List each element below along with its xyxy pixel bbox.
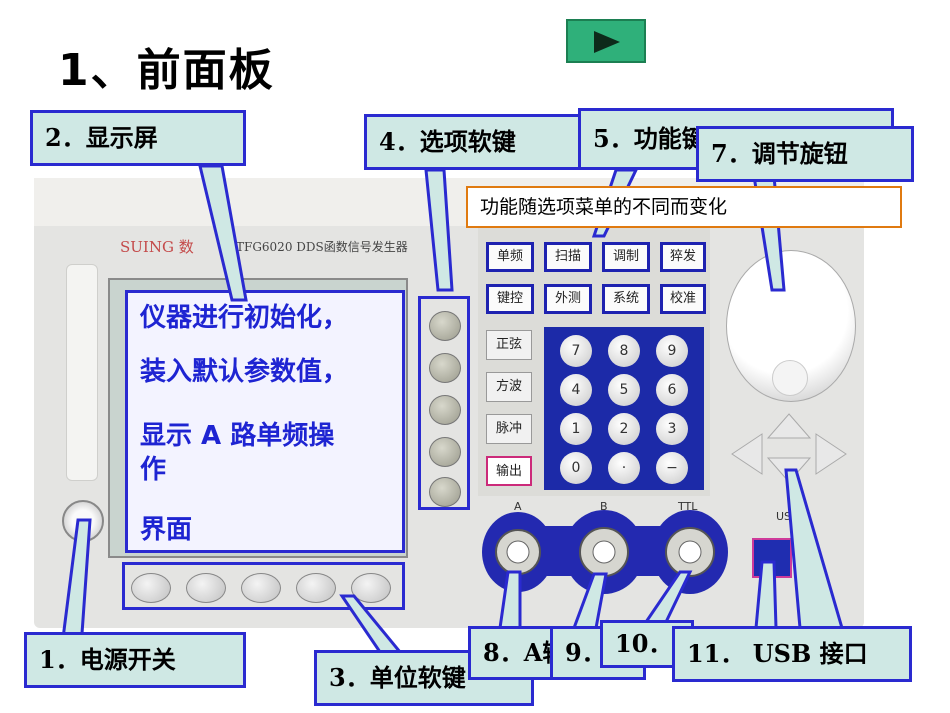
number-key[interactable]: − xyxy=(656,452,688,484)
unit-softkey[interactable] xyxy=(186,573,226,603)
unit-softkeys-box xyxy=(122,562,405,610)
arrow-up-icon[interactable] xyxy=(766,412,812,440)
function-key-single[interactable]: 单频 xyxy=(486,242,534,272)
unit-softkey[interactable] xyxy=(296,573,336,603)
number-key[interactable]: 1 xyxy=(560,413,592,445)
function-key-burst[interactable]: 猝发 xyxy=(660,242,706,272)
option-softkey[interactable] xyxy=(429,311,461,341)
screen-info-box: 仪器进行初始化， 装入默认参数值， 显示 A 路单频操 作 界面 xyxy=(125,290,405,553)
number-key[interactable]: 3 xyxy=(656,413,688,445)
arrow-left-icon[interactable] xyxy=(730,432,764,476)
number-key[interactable]: 7 xyxy=(560,335,592,367)
screen-line: 界面 xyxy=(140,515,193,545)
callout-unit-keys: 3．单位软键 xyxy=(314,650,534,706)
square-key[interactable]: 方波 xyxy=(486,372,532,402)
port-label-a: A xyxy=(514,500,522,513)
callout-usb: 11． USB 接口 xyxy=(672,626,912,682)
knob-center xyxy=(772,360,808,396)
pointer-usb xyxy=(754,560,778,630)
function-key-keying[interactable]: 键控 xyxy=(486,284,534,314)
option-softkey[interactable] xyxy=(429,437,461,467)
side-slot xyxy=(66,264,98,481)
play-button[interactable] xyxy=(566,19,646,63)
play-icon xyxy=(594,31,620,53)
pointer-sync xyxy=(643,570,693,624)
number-key[interactable]: 0 xyxy=(560,452,592,484)
function-key-system[interactable]: 系统 xyxy=(602,284,650,314)
sine-key[interactable]: 正弦 xyxy=(486,330,532,360)
number-key[interactable]: 5 xyxy=(608,374,640,406)
number-key[interactable]: · xyxy=(608,452,640,484)
pointer-display xyxy=(198,164,248,302)
pointer-unit-keys xyxy=(339,594,404,654)
option-softkeys-box xyxy=(418,296,470,510)
screen-line: 作 xyxy=(140,455,167,485)
port-label-b: B xyxy=(600,500,608,513)
callout-display: 2．显示屏 xyxy=(30,110,246,166)
port-label-ttl: TTL xyxy=(678,500,698,513)
page-title: 1、前面板 xyxy=(58,45,275,96)
output-connectors: A B TTL USB xyxy=(478,496,856,606)
option-softkey[interactable] xyxy=(429,477,461,507)
number-key[interactable]: 4 xyxy=(560,374,592,406)
unit-softkey[interactable] xyxy=(131,573,171,603)
number-key[interactable]: 9 xyxy=(656,335,688,367)
option-softkey[interactable] xyxy=(429,353,461,383)
function-note: 功能随选项菜单的不同而变化 xyxy=(466,186,902,228)
pulse-key[interactable]: 脉冲 xyxy=(486,414,532,444)
function-key-external[interactable]: 外测 xyxy=(544,284,592,314)
output-key[interactable]: 输出 xyxy=(486,456,532,486)
callout-power: 1．电源开关 xyxy=(24,632,246,688)
screen-line: 显示 A 路单频操 xyxy=(140,421,335,451)
pointer-output-a xyxy=(498,570,522,630)
option-softkey[interactable] xyxy=(429,395,461,425)
number-key[interactable]: 2 xyxy=(608,413,640,445)
function-key-modulate[interactable]: 调制 xyxy=(602,242,650,272)
function-key-sweep[interactable]: 扫描 xyxy=(544,242,592,272)
pointer-knob-arrows xyxy=(784,468,844,630)
device-model: TFG6020 DDS函数信号发生器 xyxy=(236,240,408,254)
screen-line: 仪器进行初始化， xyxy=(140,303,349,333)
arrow-right-icon[interactable] xyxy=(814,432,848,476)
pointer-option-keys xyxy=(424,168,454,292)
callout-option-keys: 4．选项软键 xyxy=(364,114,586,170)
numeric-keypad: 7 8 9 4 5 6 1 2 3 0 · − xyxy=(544,327,704,490)
screen-line: 装入默认参数值， xyxy=(140,357,349,387)
unit-softkey[interactable] xyxy=(241,573,281,603)
function-key-calibrate[interactable]: 校准 xyxy=(660,284,706,314)
device-brand: SUING 数 xyxy=(120,238,194,256)
number-key[interactable]: 6 xyxy=(656,374,688,406)
bnc-connectors-graphic xyxy=(482,510,728,594)
callout-knob: 7．调节旋钮 xyxy=(696,126,914,182)
number-key[interactable]: 8 xyxy=(608,335,640,367)
unit-softkey[interactable] xyxy=(351,573,391,603)
